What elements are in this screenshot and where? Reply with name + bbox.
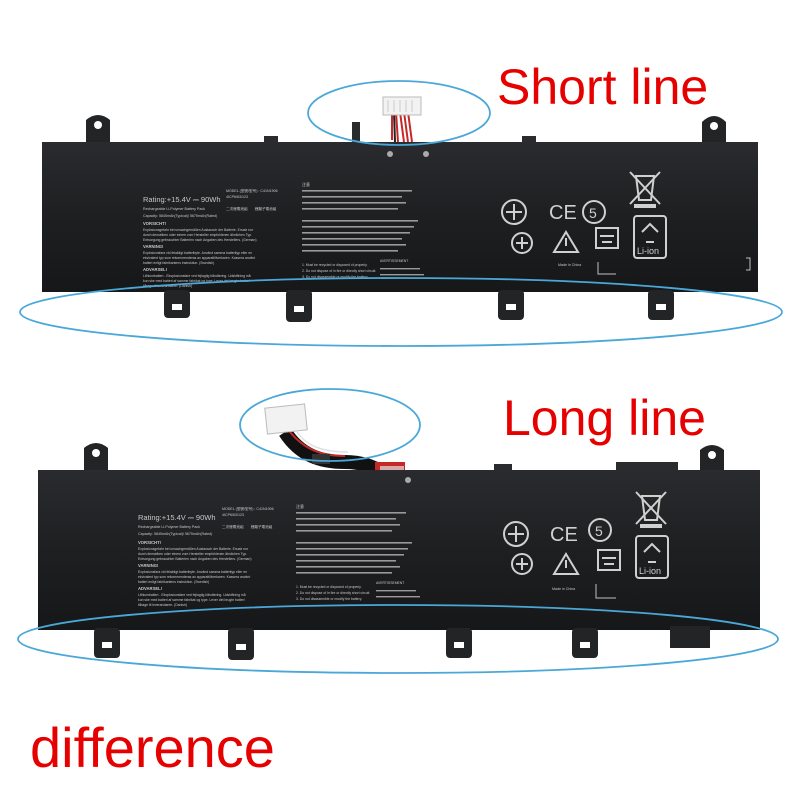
li-ion-recycle-icon: Li-ion [635,535,669,579]
warn3-line: Lithiumbatteri - Eksplosionsfare ved fej… [143,274,251,278]
battery-label-text: Rating:+15.4V ⎓ 90Wh MODEL (型號/型号) : C41… [138,503,575,607]
rohs-icon [511,553,533,575]
warn2-line: Explosionsfara vid felaktigt batteribyte… [138,570,247,574]
warn1-line: Entsorgung gebrauchter Batterien nach An… [138,557,251,561]
rating: Rating:+15.4V ⎓ 90Wh [138,513,216,522]
china-recycle-icon [595,227,619,249]
warn2-line: Explosionsfara vid felaktigt batteribyte… [143,251,252,255]
ce-mark-icon: CE [549,202,577,224]
capacity: Capacity: 5845mAh(Typical)/ 5675mAh(Rate… [143,214,217,218]
warn3-line: tilbage til leverandøren. (Danish) [143,284,192,288]
warn2-line: batteri enligt fabrikantens instruktion.… [138,580,209,584]
recycle-five-icon: 5 [588,518,612,542]
jp-title: 注意 [296,503,304,509]
weee-bin-icon [635,491,667,528]
cert-icons: CE 5 [501,171,667,259]
warn1-line: durch denselben oder einem vom Herstelle… [138,552,247,556]
mount-nub [522,136,536,144]
long-line-label: Long line [503,390,706,446]
ce-mark-icon: CE [550,524,578,546]
warn3-line: Lithiumbatteri - Eksplosionsfare ved fej… [138,593,246,597]
connector-plug [264,403,308,435]
warn3-title: ADVARSEL! [138,586,162,591]
warning-triangle-icon [552,230,580,253]
mount-hole [710,122,718,130]
mount-nub [616,462,678,472]
difference-label: difference [30,716,275,779]
rating: Rating:+15.4V ⎓ 90Wh [143,195,221,204]
recycle-number: 5 [589,205,597,221]
edge-highlight-ellipse [19,277,783,347]
battery-short-line: Rating:+15.4V ⎓ 90Wh MODEL (型號/型号) : C41… [19,80,783,347]
en-line: 3. Do not disassemble or modify the batt… [302,275,368,279]
en-line: 1. Must be recycled or disposed of prope… [296,585,362,589]
edge-highlight-ellipse [17,604,779,674]
li-ion-recycle-icon: Li-ion [633,215,667,259]
mount-nub [264,136,278,144]
cable-highlight-ellipse [239,388,421,462]
battery-long-line: Rating:+15.4V ⎓ 90Wh MODEL (型號/型号) : C41… [17,388,779,674]
warn3-line: tilbage til leverandøren. (Danish) [138,603,187,607]
li-ion-text: Li-ion [637,246,659,256]
cell: 4ICP6/63/123 [226,195,248,199]
cell: 4ICP6/63/123 [222,513,244,517]
warn1-title: VORSICHT! [143,221,166,226]
avertissement: AVERTISSEMENT [380,259,408,263]
li-ion-text: Li-ion [639,566,661,576]
long-cable [264,403,405,487]
made-in: Made in China [558,263,581,267]
warn1-title: VORSICHT! [138,540,161,545]
short-cable [382,96,422,143]
warn2-title: VARNING! [143,244,163,249]
cn-type: 二次鋰電池組 鋰離子電池組 [226,206,277,211]
warning-triangle-icon [552,552,580,575]
warn1-line: Explosionsgefahr bei unsachgemäßen Austa… [138,547,249,551]
mount-hole [94,121,102,129]
warn2-line: ekvivalent typ som rekommenderas av appa… [138,575,250,579]
battery-type: Rechargeable Li-Polymer Battery Pack [143,207,205,211]
recycle-number: 5 [595,523,603,539]
warn2-line: batteri enligt fabrikantens instruktion.… [143,261,214,265]
recycle-five-icon: 5 [582,200,606,224]
rcm-icon [503,521,529,547]
made-in: Made in China [552,587,575,591]
warn1-line: Entsorgung gebrauchter Batterien nach An… [143,238,256,242]
cert-icons: CE 5 [503,491,669,579]
connector-plug [382,96,422,116]
warn2-line: ekvivalent typ som rekommenderas av appa… [143,256,255,260]
capacity: Capacity: 5845mAh(Typical)/ 5675mAh(Rate… [138,532,212,536]
bottom-tab [670,626,710,648]
short-line-label: Short line [497,59,709,115]
en-line: 2. Do not dispose of in fire or directly… [302,269,376,273]
rohs-icon [511,232,533,254]
rcm-icon [501,199,527,225]
battery-label-text: Rating:+15.4V ⎓ 90Wh MODEL (型號/型号) : C41… [143,181,581,288]
warn3-line: kun ske med batteri af samme fabrikat og… [138,598,245,602]
cable-highlight-ellipse [307,80,491,146]
en-line: 2. Do not dispose of in fire or directly… [296,591,370,595]
weee-bin-icon [629,171,661,208]
warn1-line: durch denselben oder einem vom Herstelle… [143,233,252,237]
jp-title: 注意 [302,181,310,187]
warn2-title: VARNING! [138,563,158,568]
model: MODEL (型號/型号) : C41N1906 [222,506,274,511]
cn-type: 二次鋰電池組 鋰離子電池組 [222,524,273,529]
warn3-line: kun ske med batteri af samme fabrikat og… [143,279,250,283]
battery-type: Rechargeable Li-Polymer Battery Pack [138,525,200,529]
en-line: 1. Must be recycled or disposed of prope… [302,263,368,267]
en-line: 3. Do not disassemble or modify the batt… [296,597,362,601]
china-recycle-icon [597,549,621,571]
warn1-line: Explosionsgefahr bei unsachgemäßen Austa… [143,228,254,232]
warn3-title: ADVARSEL! [143,267,167,272]
model: MODEL (型號/型号) : C41N1906 [226,188,278,193]
avertissement: AVERTISSEMENT [376,581,404,585]
